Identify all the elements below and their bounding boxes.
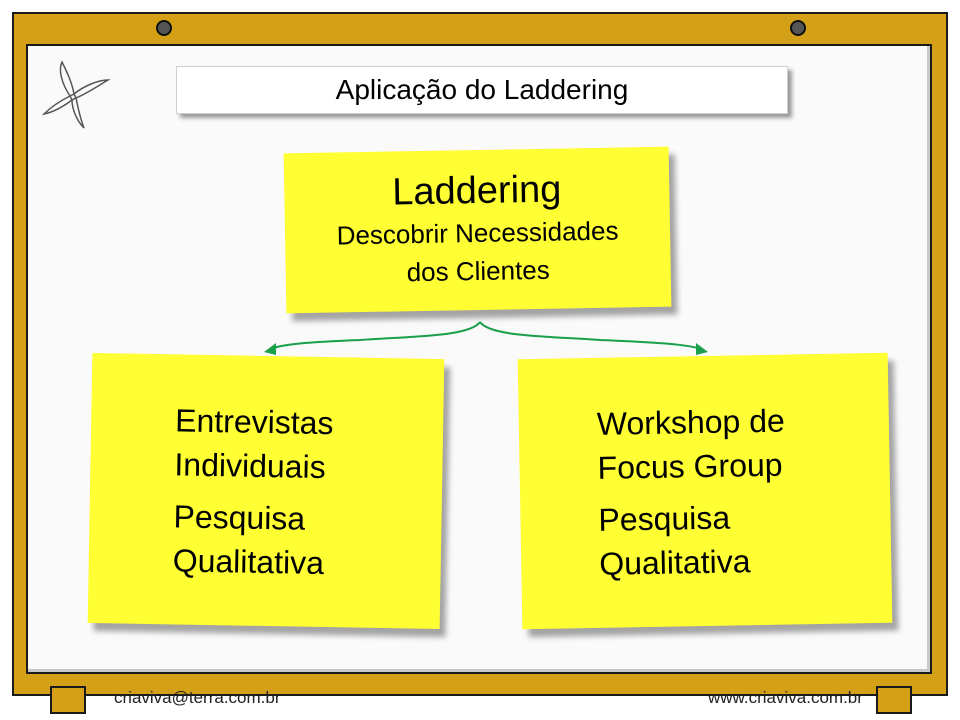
- footer-tab-right: [876, 686, 912, 714]
- pin-left-icon: [156, 20, 172, 36]
- page-title: Aplicação do Laddering: [176, 66, 788, 114]
- left-line-4: Qualitativa: [172, 542, 325, 582]
- footer-email: criaviva@terra.com.br: [114, 688, 281, 707]
- right-line-4: Qualitativa: [598, 543, 751, 582]
- right-line-1: Workshop de: [596, 402, 786, 442]
- left-line-2: Individuais: [174, 446, 326, 486]
- right-line-3: Pesquisa: [598, 499, 731, 538]
- left-line-1: Entrevistas: [174, 402, 334, 442]
- focus-group-note: Workshop de Focus Group Pesquisa Qualita…: [517, 352, 893, 630]
- pin-right-icon: [790, 20, 806, 36]
- individual-interviews-note: Entrevistas Individuais Pesquisa Qualita…: [87, 352, 445, 630]
- left-line-3: Pesquisa: [173, 498, 306, 537]
- right-line-2: Focus Group: [597, 446, 783, 486]
- starburst-logo-icon: [41, 60, 111, 129]
- footer-website: www.criaviva.com.br: [708, 688, 863, 707]
- footer-tab-left: [50, 686, 86, 714]
